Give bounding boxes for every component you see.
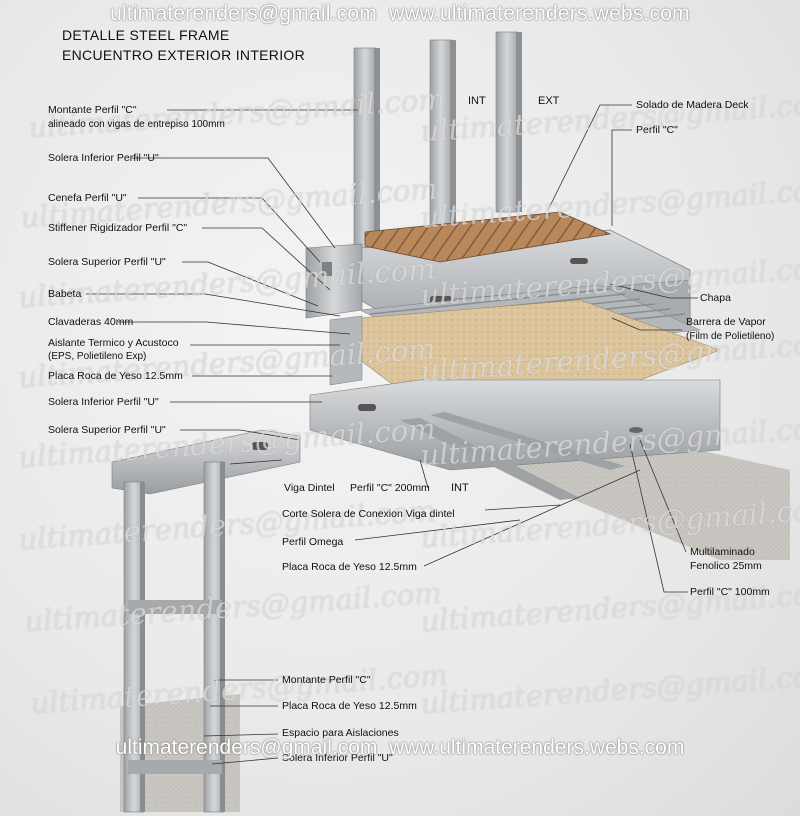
label-montante-bottom: Montante Perfil "C" xyxy=(282,674,371,686)
label-perfil-omega: Perfil Omega xyxy=(282,536,344,548)
label-viga-dintel: Viga Dintel xyxy=(284,482,335,494)
label-cenefa: Cenefa Perfil "U" xyxy=(48,192,127,204)
leader-lines xyxy=(86,104,698,765)
title-line-1: DETALLE STEEL FRAME xyxy=(62,27,230,43)
label-solera-inferior: Solera Inferior Perfil "U" xyxy=(48,152,159,164)
label-babeta: Babeta xyxy=(48,288,82,300)
label-barrera-vapor-note: (Film de Polietileno) xyxy=(686,331,775,342)
label-solera-superior-2: Solera Superior Perfil "U" xyxy=(48,424,166,436)
watermark-header: ultimaterenders@gmail.com www.ultimatere… xyxy=(110,2,690,25)
label-deck: Solado de Madera Deck xyxy=(636,99,749,111)
title-line-2: ENCUENTRO EXTERIOR INTERIOR xyxy=(62,47,306,63)
label-perfil-c: Perfil "C" xyxy=(636,124,678,136)
stud-1 xyxy=(353,47,377,249)
label-montante-c: Montante Perfil "C" xyxy=(48,104,137,116)
wood-deck xyxy=(364,211,612,263)
label-montante-c-note: alineado con vigas de entrepiso 100mm xyxy=(48,119,225,130)
label-corte-solera: Corte Solera de Conexion Viga dintel xyxy=(282,508,455,520)
label-solera-inferior-bottom: Solera Inferior Perfil "U" xyxy=(282,752,393,764)
label-stiffener: Stiffener Rigidizador Perfil "C" xyxy=(48,222,188,234)
label-clavaderas: Clavaderas 40mm xyxy=(48,316,134,328)
label-multilaminado: Multilaminado xyxy=(690,546,755,558)
stud-3 xyxy=(495,31,519,213)
rim-track xyxy=(305,243,363,319)
tag-ext-top: EXT xyxy=(538,95,560,107)
label-aislante: Aislante Termico y Acustoco xyxy=(48,337,179,349)
label-perfil-c-200: Perfil "C" 200mm xyxy=(350,482,430,494)
label-barrera-vapor: Barrera de Vapor xyxy=(686,316,766,328)
label-placa-yeso-3: Placa Roca de Yeso 12.5mm xyxy=(282,700,417,712)
omega-profile xyxy=(400,418,580,500)
tag-int-top: INT xyxy=(468,95,486,107)
label-placa-yeso-2: Placa Roca de Yeso 12.5mm xyxy=(282,561,417,573)
label-placa-yeso: Placa Roca de Yeso 12.5mm xyxy=(48,370,183,382)
label-perfil-c-100: Perfil "C" 100mm xyxy=(690,586,770,598)
label-solera-superior: Solera Superior Perfil "U" xyxy=(48,256,166,268)
label-aislante-note: (EPS, Polietileno Exp) xyxy=(48,351,147,362)
tag-int-mid: INT xyxy=(451,482,469,494)
label-espacio-aislaciones: Espacio para Aislaciones xyxy=(282,727,399,739)
label-multilaminado-note: Fenolico 25mm xyxy=(690,560,762,572)
label-chapa: Chapa xyxy=(700,292,731,304)
joist-lower xyxy=(309,379,721,471)
label-solera-inferior-2: Solera Inferior Perfil "U" xyxy=(48,396,159,408)
stud-2 xyxy=(429,39,453,241)
watermark-footer: ultimaterenders@gmail.com www.ultimatere… xyxy=(115,736,685,759)
